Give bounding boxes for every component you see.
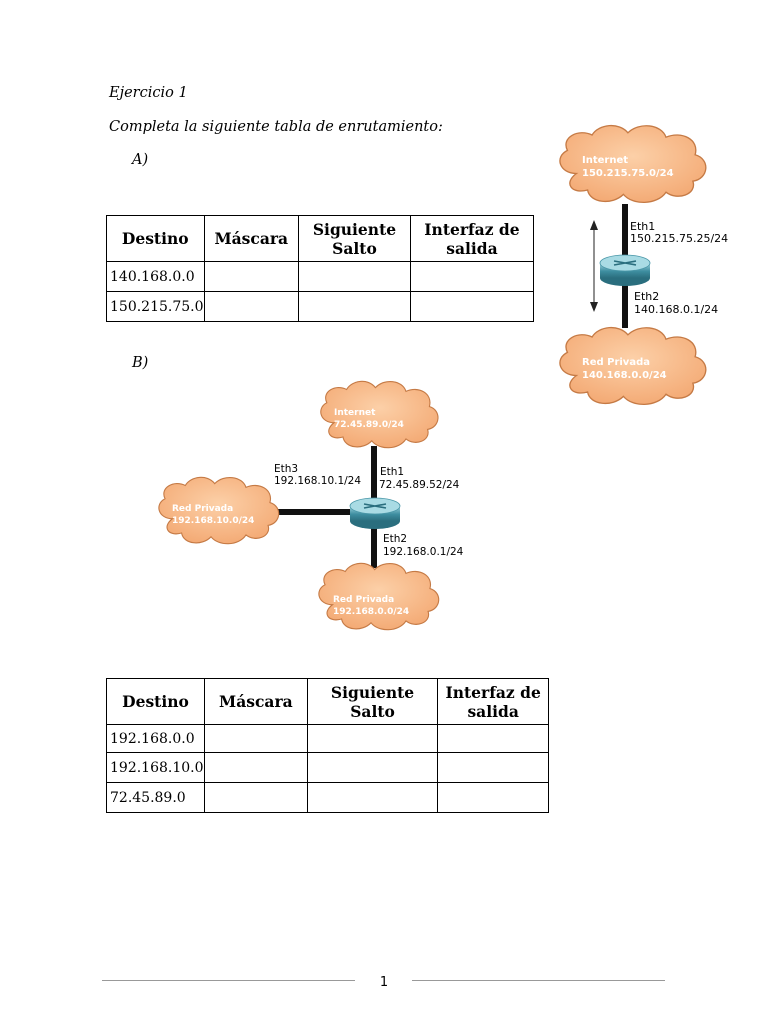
- cloud-name: Red Privada: [172, 504, 233, 514]
- cloud-red-privada-left: Red Privada 192.168.10.0/24: [158, 476, 280, 545]
- cloud-name: Red Privada: [582, 357, 650, 368]
- cell-siguiente-salto[interactable]: [306, 752, 439, 783]
- exercise-title: Ejercicio 1: [109, 85, 188, 101]
- network-diagram-a: Internet 150.215.75.0/24 Eth1 150.215.75…: [559, 124, 728, 406]
- link-line: [371, 520, 377, 568]
- table-row: 192.168.0.0: [106, 724, 549, 753]
- cell-interfaz[interactable]: [437, 782, 549, 813]
- header-mascara: Máscara: [203, 215, 300, 262]
- cell-destino: 150.215.75.0: [106, 291, 205, 322]
- eth2-ip: 140.168.0.1/24: [634, 303, 718, 316]
- cell-interfaz[interactable]: [409, 291, 535, 322]
- cloud-network: 72.45.89.0/24: [334, 420, 404, 430]
- header-siguiente-salto: Siguiente Salto: [298, 215, 411, 262]
- eth2-label: Eth2: [383, 533, 407, 545]
- header-interfaz-salida: Interfaz de salida: [409, 215, 535, 262]
- cell-siguiente-salto[interactable]: [298, 291, 411, 322]
- eth1-ip: 150.215.75.25/24: [630, 232, 728, 245]
- cloud-network: 192.168.10.0/24: [172, 516, 254, 526]
- table-row: 150.215.75.0: [106, 291, 535, 322]
- cloud-name: Red Privada: [333, 595, 394, 605]
- cell-destino: 140.168.0.0: [106, 261, 205, 292]
- routing-table-b: Destino Máscara Siguiente Salto Interfaz…: [106, 678, 549, 813]
- cell-mascara[interactable]: [203, 782, 308, 813]
- cell-interfaz[interactable]: [437, 752, 549, 783]
- network-diagram-b: Internet 72.45.89.0/24 Red Privada 192.1…: [158, 380, 464, 631]
- cell-interfaz[interactable]: [409, 261, 535, 292]
- header-mascara: Máscara: [203, 678, 308, 725]
- link-line: [278, 509, 352, 515]
- cell-destino: 192.168.0.0: [106, 724, 205, 753]
- cloud-network: 150.215.75.0/24: [582, 168, 674, 179]
- header-destino: Destino: [106, 678, 205, 725]
- cell-mascara[interactable]: [203, 724, 308, 753]
- cloud-internet-b: Internet 72.45.89.0/24: [320, 380, 439, 449]
- table-row: 140.168.0.0: [106, 261, 535, 292]
- table-row: 192.168.10.0: [106, 752, 549, 783]
- eth3-label: Eth3: [274, 463, 298, 475]
- router-icon: [349, 497, 401, 529]
- cell-mascara[interactable]: [203, 261, 300, 292]
- cell-destino: 72.45.89.0: [106, 782, 205, 813]
- page-number: 1: [379, 975, 389, 990]
- cell-siguiente-salto[interactable]: [306, 782, 439, 813]
- part-b-label: B): [132, 355, 149, 371]
- cell-interfaz[interactable]: [437, 724, 549, 753]
- footer-rule-left: [102, 980, 355, 981]
- eth1-ip: 72.45.89.52/24: [379, 479, 460, 491]
- cell-siguiente-salto[interactable]: [298, 261, 411, 292]
- cell-siguiente-salto[interactable]: [306, 724, 439, 753]
- cell-mascara[interactable]: [203, 291, 300, 322]
- table-row: 72.45.89.0: [106, 782, 549, 813]
- double-arrow-icon: [590, 220, 598, 312]
- eth1-label: Eth1: [630, 220, 655, 233]
- header-destino: Destino: [106, 215, 205, 262]
- link-line: [371, 446, 377, 520]
- router-icon: [599, 254, 651, 286]
- part-a-label: A): [132, 152, 149, 168]
- eth3-ip: 192.168.10.1/24: [274, 475, 361, 487]
- cloud-network: 140.168.0.0/24: [582, 370, 667, 381]
- cloud-red-privada-bottom: Red Privada 192.168.0.0/24: [318, 562, 440, 631]
- cloud-name: Internet: [334, 408, 376, 418]
- cloud-name: Internet: [582, 155, 628, 166]
- eth2-label: Eth2: [634, 290, 659, 303]
- header-siguiente-salto: Siguiente Salto: [306, 678, 439, 725]
- cloud-red-privada-a: Red Privada 140.168.0.0/24: [559, 326, 707, 406]
- instruction-text: Completa la siguiente tabla de enrutamie…: [109, 119, 443, 135]
- cell-mascara[interactable]: [203, 752, 308, 783]
- routing-table-a: Destino Máscara Siguiente Salto Interfaz…: [106, 215, 535, 322]
- footer-rule-right: [412, 980, 665, 981]
- cloud-internet-a: Internet 150.215.75.0/24: [559, 124, 707, 204]
- eth2-ip: 192.168.0.1/24: [383, 546, 464, 558]
- cloud-network: 192.168.0.0/24: [333, 607, 409, 617]
- eth1-label: Eth1: [380, 466, 404, 478]
- header-interfaz-salida: Interfaz de salida: [437, 678, 549, 725]
- cell-destino: 192.168.10.0: [106, 752, 205, 783]
